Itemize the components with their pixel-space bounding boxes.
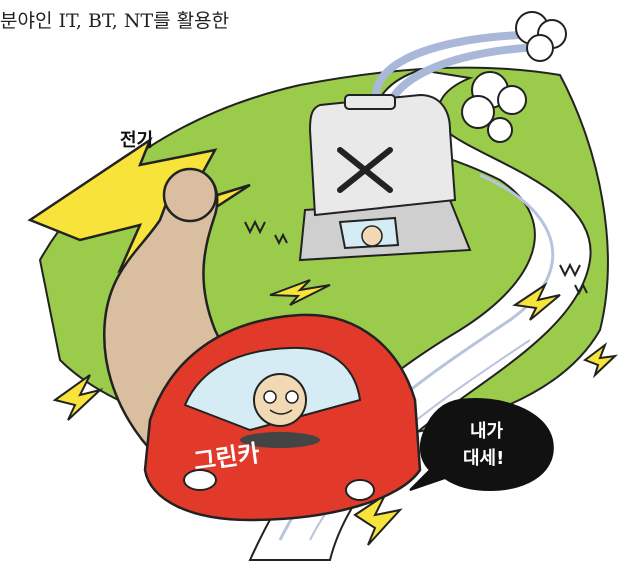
- speech-line-2: 대세!: [463, 448, 504, 469]
- speech-bubble: 내가 대세!: [409, 398, 554, 492]
- speech-line-1: 내가: [470, 421, 504, 442]
- grass-tufts: [244, 219, 588, 296]
- caption-text: 분야인 IT, BT, NT를 활용한: [0, 10, 230, 32]
- electricity-label: 전기: [120, 130, 153, 151]
- driver-face: [253, 373, 307, 427]
- fist: [162, 167, 218, 223]
- old-car-with-fuel-tank: [298, 93, 472, 262]
- smoke-cloud: [461, 11, 567, 143]
- green-car: 그린카: [143, 313, 422, 522]
- small-lightning-bolts: [52, 279, 618, 546]
- headlight-left: [183, 469, 217, 491]
- headlight-right: [345, 479, 375, 501]
